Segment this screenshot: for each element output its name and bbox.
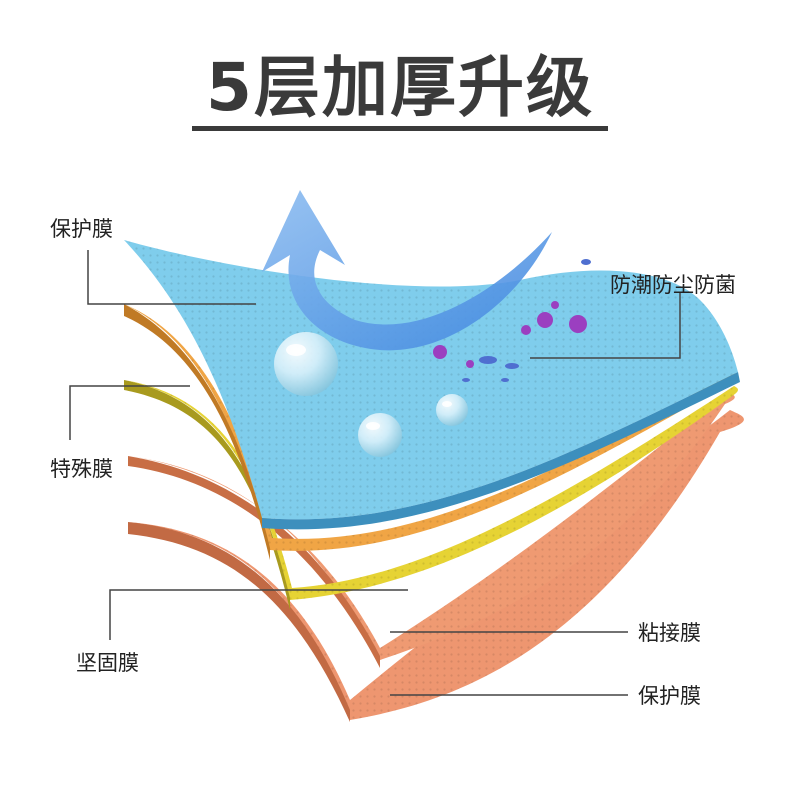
label-bottom-protective-film: 保护膜 [638,683,701,709]
leader-line-special [70,386,190,440]
page-title: 5层加厚升级 [192,48,608,128]
water-droplet-icon [358,413,402,457]
water-droplet-icon [274,332,338,396]
label-firming-film: 坚固膜 [76,650,139,676]
label-top-protective-film: 保护膜 [50,216,113,242]
label-feature: 防潮防尘防菌 [610,272,736,298]
label-adhesive-film: 粘接膜 [638,620,701,646]
title-underline [192,126,608,131]
water-droplet-icon [436,394,468,426]
label-special-film: 特殊膜 [50,456,113,482]
